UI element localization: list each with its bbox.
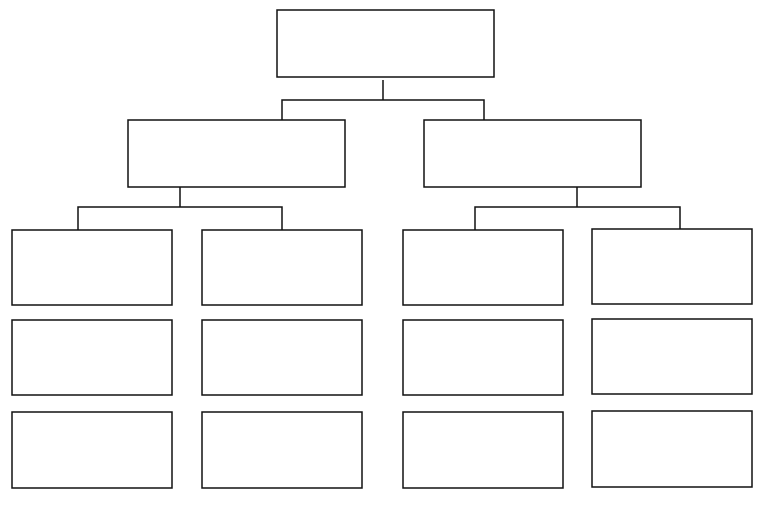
node-r2b <box>591 318 753 395</box>
node-r2 <box>591 228 753 305</box>
node-right <box>423 119 642 188</box>
node-l1b <box>11 319 173 396</box>
node-left <box>127 119 346 188</box>
node-r1c <box>402 411 564 489</box>
node-r1b <box>402 319 564 396</box>
node-l1 <box>11 229 173 306</box>
connector-right-branch <box>474 206 681 230</box>
node-l1c <box>11 411 173 489</box>
node-r2c <box>591 410 753 488</box>
node-root <box>276 9 495 78</box>
node-l2b <box>201 319 363 396</box>
connector-left-branch <box>77 206 283 230</box>
connector-root-branch <box>281 99 485 120</box>
node-r1 <box>402 229 564 306</box>
node-l2c <box>201 411 363 489</box>
node-l2 <box>201 229 363 306</box>
